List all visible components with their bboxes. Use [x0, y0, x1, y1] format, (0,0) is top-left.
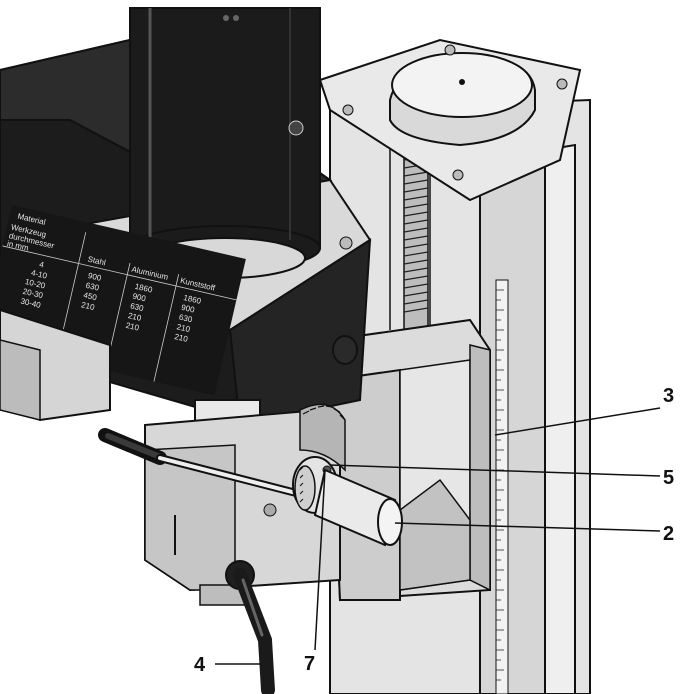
- plate-plastic-value: 630: [178, 313, 194, 325]
- plate-plastic-value: 900: [180, 303, 196, 315]
- callout-7: 7: [304, 653, 315, 675]
- plate-aluminium-value: 1860: [134, 282, 154, 295]
- feed-hub[interactable]: [292, 456, 403, 547]
- plate-diameter: 4: [38, 260, 45, 270]
- plate-steel-value: 630: [85, 281, 101, 293]
- plate-plastic-value: 1860: [183, 293, 203, 306]
- plate-aluminium-value: 210: [125, 321, 141, 333]
- depth-scale: [495, 279, 509, 694]
- plate-aluminium-value: 210: [127, 311, 143, 323]
- gear-ring: [299, 403, 346, 472]
- callout-4: 4: [194, 654, 206, 676]
- plate-aluminium-value: 900: [132, 292, 148, 304]
- leader-line-5: [329, 464, 661, 477]
- callout-labels: 3 5 2 7 4: [194, 385, 674, 676]
- leader-line-2: [394, 522, 661, 532]
- column-top-cap: [318, 38, 582, 202]
- motor-housing: [129, 7, 321, 279]
- callout-2: 2: [663, 523, 674, 545]
- leader-line-7: [314, 469, 326, 651]
- plate-diameter: 4-10: [30, 268, 48, 280]
- callout-3: 3: [663, 385, 674, 407]
- plate-plastic-value: 210: [174, 332, 190, 344]
- quill-block: [144, 408, 341, 606]
- plate-plastic-value: 210: [176, 322, 192, 334]
- leader-lines: [215, 407, 661, 665]
- plate-aluminium-value: 630: [129, 301, 145, 313]
- callout-5: 5: [663, 467, 674, 489]
- plate-steel-value: 450: [83, 291, 99, 303]
- clamping-lever[interactable]: [225, 560, 275, 694]
- plate-steel-value: 900: [87, 271, 103, 283]
- leader-line-3: [494, 407, 661, 436]
- left-arm: [0, 308, 111, 422]
- plate-steel-header: Stahl: [87, 255, 107, 268]
- lead-screw: [403, 149, 429, 331]
- plate-steel-value: 210: [80, 300, 96, 312]
